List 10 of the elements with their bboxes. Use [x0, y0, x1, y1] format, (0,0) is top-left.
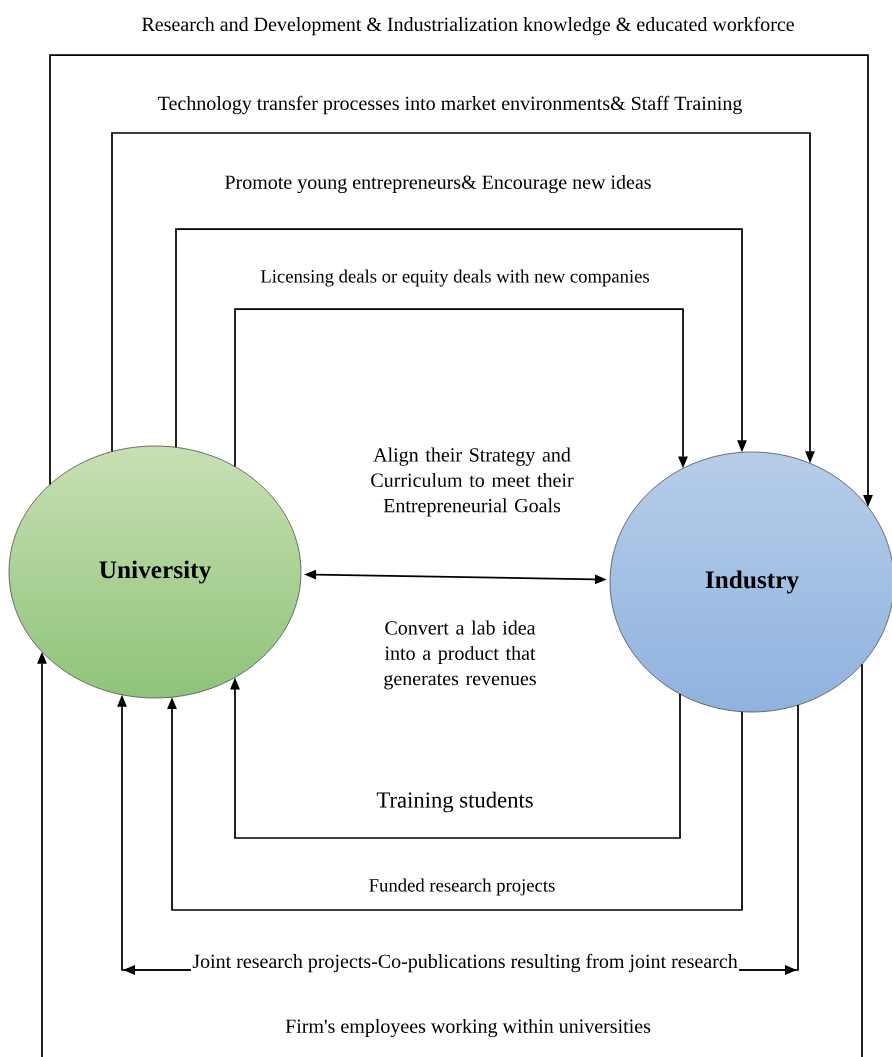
edge-label: Joint research projects-Co-publications resulting from joint research	[190, 952, 739, 974]
edge-label: Funded research projects	[367, 877, 557, 897]
edge-label: Training students	[375, 790, 535, 814]
edge-label: Align their Strategy and Curriculum to meet their Entrepreneurial Goals	[346, 446, 598, 518]
edge-label: Firm's employees working within universities	[283, 1017, 653, 1039]
edge-label: Technology transfer processes into market environments& Staff Training	[156, 94, 744, 116]
edge-label: Promote young entrepreneurs& Encourage new ideas	[223, 173, 653, 195]
edge-label: Licensing deals or equity deals with new companies	[259, 268, 651, 288]
text: Convert a lab idea into a product that generates revenues	[384, 620, 536, 690]
edge-label: Research and Development & Industrialization knowledge & educated workforce	[140, 15, 796, 37]
